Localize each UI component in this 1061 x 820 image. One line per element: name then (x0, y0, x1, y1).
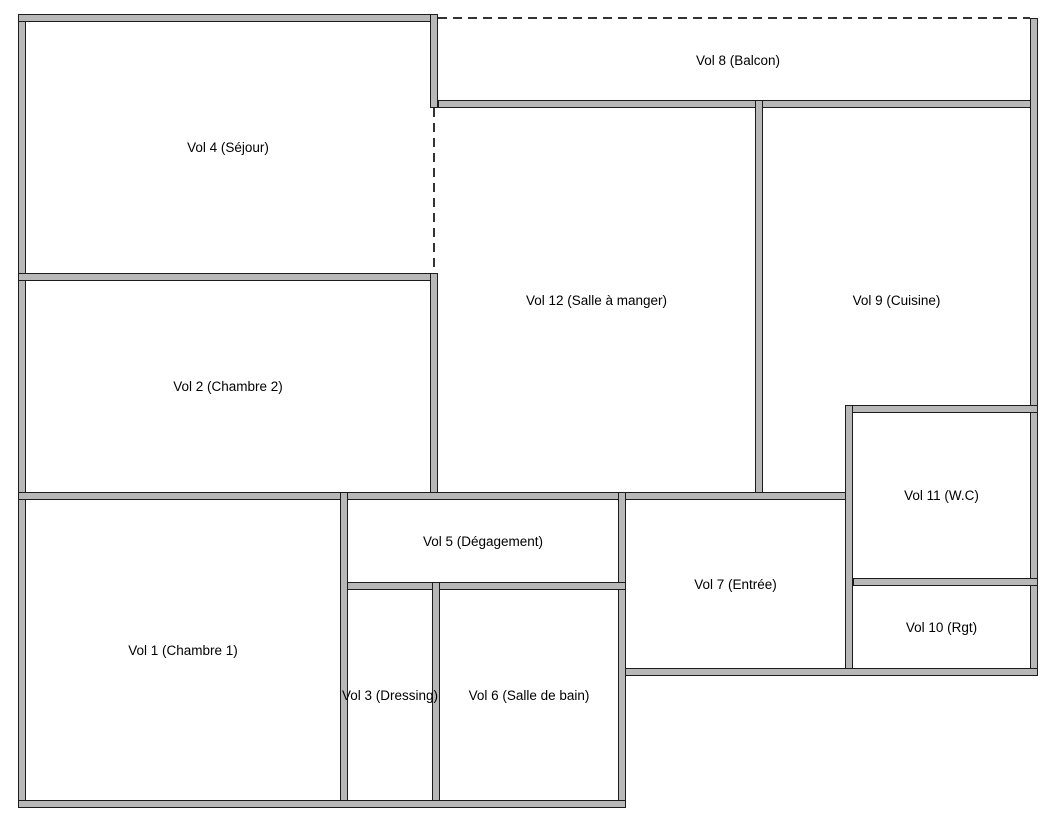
room-vol-4-sejour: Vol 4 (Séjour) (26, 22, 430, 273)
room-vol-1-chambre-1: Vol 1 (Chambre 1) (26, 500, 340, 800)
room-label-vol-3: Vol 3 (Dressing) (341, 687, 439, 703)
room-label-vol-12: Vol 12 (Salle à manger) (525, 292, 668, 308)
wall-degagement-bottom (340, 582, 626, 590)
room-vol-3-dressing: Vol 3 (Dressing) (342, 590, 438, 800)
room-vol-8-balcon: Vol 8 (Balcon) (446, 20, 1030, 100)
wall-outer-top (18, 14, 438, 22)
wall-sejour-chambre2 (18, 273, 438, 281)
wall-wc-rgt (853, 578, 1038, 586)
wall-right-section-bottom (618, 668, 1038, 676)
room-vol-6-salle-de-bain: Vol 6 (Salle de bain) (440, 590, 618, 800)
wall-dressing-sdb (432, 582, 440, 808)
room-vol-2-chambre-2: Vol 2 (Chambre 2) (26, 281, 430, 492)
room-vol-5-degagement: Vol 5 (Dégagement) (348, 500, 618, 582)
room-label-vol-8: Vol 8 (Balcon) (695, 52, 781, 68)
room-label-vol-6: Vol 6 (Salle de bain) (468, 687, 590, 703)
dashed-boundary-sejour-salleamanger (433, 108, 435, 273)
room-label-vol-10: Vol 10 (Rgt) (905, 619, 978, 635)
wall-wc-top (845, 405, 1038, 413)
room-vol-11-wc: Vol 11 (W.C) (853, 413, 1030, 578)
room-vol-9-cuisine: Vol 9 (Cuisine) (763, 108, 1030, 492)
room-label-vol-1: Vol 1 (Chambre 1) (128, 642, 238, 658)
wall-sejour-balcony-stub (430, 14, 438, 108)
dashed-boundary-balcony-top (438, 17, 1030, 19)
room-label-vol-2: Vol 2 (Chambre 2) (173, 379, 283, 394)
room-vol-12-salle-a-manger: Vol 12 (Salle à manger) (438, 108, 755, 492)
room-label-vol-4: Vol 4 (Séjour) (187, 140, 269, 155)
room-label-vol-7: Vol 7 (Entrée) (694, 576, 777, 592)
wall-chambre1-right (340, 492, 348, 808)
room-label-vol-5: Vol 5 (Dégagement) (422, 533, 544, 549)
wall-outer-left (18, 14, 26, 808)
wall-entree-left (618, 492, 626, 808)
room-label-vol-11: Vol 11 (W.C) (904, 488, 979, 503)
wall-mid-horizontal (18, 492, 853, 500)
wall-outer-bottom (18, 800, 626, 808)
room-vol-7-entree: Vol 7 (Entrée) (626, 500, 845, 668)
wall-salleamanger-cuisine (755, 100, 763, 500)
wall-chambre2-right (430, 273, 438, 500)
wall-entree-right (845, 405, 853, 676)
wall-balcony-bottom (438, 100, 1038, 108)
room-vol-10-rgt: Vol 10 (Rgt) (853, 586, 1030, 668)
room-label-vol-9: Vol 9 (Cuisine) (852, 292, 941, 308)
